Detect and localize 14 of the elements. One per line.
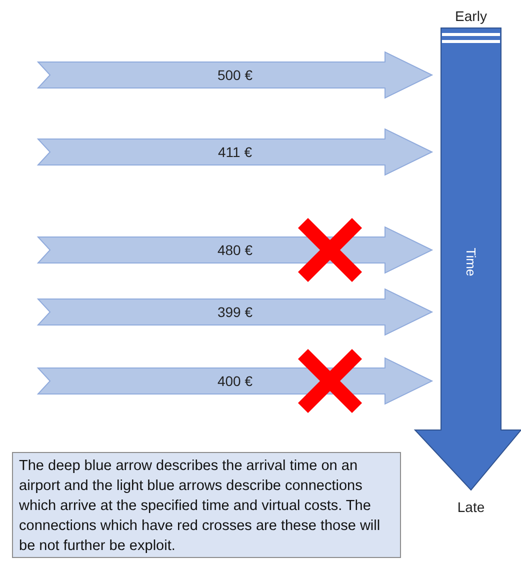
note-box: The deep blue arrow describes the arrival time on an airport and the light blue arrows describe connections which arrive at the specified time and virtual costs. The connections which have red crosses are these those will be not further be exploit.: [12, 452, 401, 558]
price-label: 399 €: [217, 304, 253, 320]
caption-text: Early: [455, 8, 487, 24]
connection-banner: [38, 52, 432, 98]
axis-label: Time: [464, 248, 478, 276]
connection-banner: [38, 129, 432, 175]
connection-banner: [38, 227, 432, 273]
price-label: 500 €: [217, 67, 253, 83]
connection-banner: [38, 289, 432, 335]
caption-text: Late: [457, 499, 485, 515]
price-label: 480 €: [217, 242, 253, 258]
price-label: 411 €: [218, 144, 252, 160]
connection-banner: [38, 358, 432, 404]
price-label: 400 €: [217, 373, 253, 389]
